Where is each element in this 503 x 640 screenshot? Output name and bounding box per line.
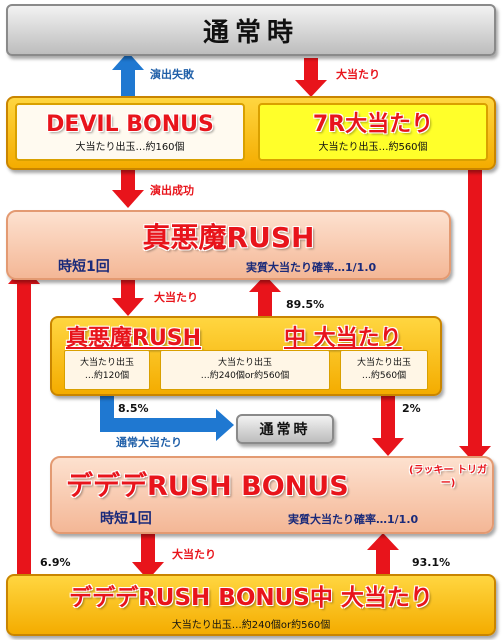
rush-hit-box-1: 大当たり出玉 …約120個 [64, 350, 150, 390]
devil-bonus-title: DEVIL BONUS [46, 111, 214, 137]
rush-hit-box-3: 大当たり出玉 …約560個 [340, 350, 428, 390]
red-arrow-2 [372, 394, 404, 456]
red-arrow-93-1 [367, 533, 399, 574]
rush-hit-box-2-line1: 大当たり出玉 [217, 358, 272, 368]
pct-6-9: 6.9% [40, 556, 71, 569]
label-normal-hit: 通常大当たり [116, 436, 182, 449]
r7-bonus-detail: 大当たり出玉…約560個 [318, 141, 428, 153]
label-hit-top: 大当たり [336, 68, 380, 81]
dede-hit-detail: 大当たり出玉…約240個or約560個 [171, 620, 331, 631]
shin-rush-prob: 実質大当たり確率…1/1.0 [246, 261, 377, 274]
rush-hit-box-1-line1: 大当たり出玉 [79, 358, 134, 368]
rush-hit-title-right: 中 大当たり [284, 326, 402, 351]
devil-bonus-detail: 大当たり出玉…約160個 [75, 141, 185, 153]
red-arrow-7r-to-dede [459, 168, 491, 464]
red-arrow-dede-hit [132, 534, 164, 580]
blue-arrow-8-5 [100, 394, 234, 441]
shin-rush-box: 真悪魔RUSH 時短1回 実質大当たり確率…1/1.0 [6, 210, 451, 280]
red-arrow-89-5 [249, 275, 281, 322]
r7-bonus-title: 7R大当たり [312, 111, 434, 137]
rush-hit-box-2: 大当たり出玉 …約240個or約560個 [160, 350, 330, 390]
red-arrow-6-9 [8, 266, 40, 578]
dede-bonus-box: デデデRUSH BONUS (ラッキー トリガー) 時短1回 実質大当たり確率…… [50, 456, 494, 534]
red-arrow-normal-hit [295, 58, 327, 97]
red-arrow-rush-hit [112, 278, 144, 316]
dede-bonus-jitan: 時短1回 [100, 511, 152, 527]
normal-state-small: 通常時 [236, 414, 334, 444]
pct-2: 2% [402, 402, 421, 415]
dede-hit-box: デデデRUSH BONUS中 大当たり 大当たり出玉…約240個or約560個 [6, 574, 496, 636]
normal-state-label: 通常時 [202, 17, 299, 48]
rush-hit-box-2-line2: …約240個or約560個 [200, 371, 290, 381]
pct-89-5: 89.5% [286, 298, 325, 311]
label-hit-bottom: 大当たり [172, 548, 216, 561]
rush-hit-box-1-line2: …約120個 [84, 371, 130, 381]
red-arrow-success [112, 170, 144, 208]
label-hit-mid: 大当たり [154, 291, 198, 304]
rush-hit-box-3-line1: 大当たり出玉 [356, 358, 411, 368]
dede-bonus-sub: (ラッキー トリガー) [408, 465, 488, 489]
rush-hit-frame: 真悪魔RUSH 中 大当たり 大当たり出玉 …約120個 大当たり出玉 …約24… [50, 316, 442, 396]
blue-arrow-fail [112, 52, 144, 98]
dede-hit-title: デデデRUSH BONUS中 大当たり [69, 585, 433, 611]
shin-rush-jitan: 時短1回 [58, 259, 110, 275]
label-fail: 演出失敗 [150, 68, 194, 81]
devil-bonus-box: DEVIL BONUS 大当たり出玉…約160個 [15, 103, 245, 161]
dede-bonus-title: デデデRUSH BONUS [66, 471, 349, 502]
dede-bonus-prob: 実質大当たり確率…1/1.0 [288, 513, 419, 526]
rush-hit-box-3-line2: …約560個 [361, 371, 407, 381]
normal-state-small-label: 通常時 [259, 422, 311, 438]
r7-bonus-box: 7R大当たり 大当たり出玉…約560個 [258, 103, 488, 161]
shin-rush-title: 真悪魔RUSH [142, 221, 315, 254]
rush-hit-title-left: 真悪魔RUSH [66, 326, 202, 351]
label-success: 演出成功 [150, 184, 194, 197]
pct-93-1: 93.1% [412, 556, 451, 569]
normal-state-bar: 通常時 [6, 4, 496, 56]
pct-8-5: 8.5% [118, 402, 149, 415]
